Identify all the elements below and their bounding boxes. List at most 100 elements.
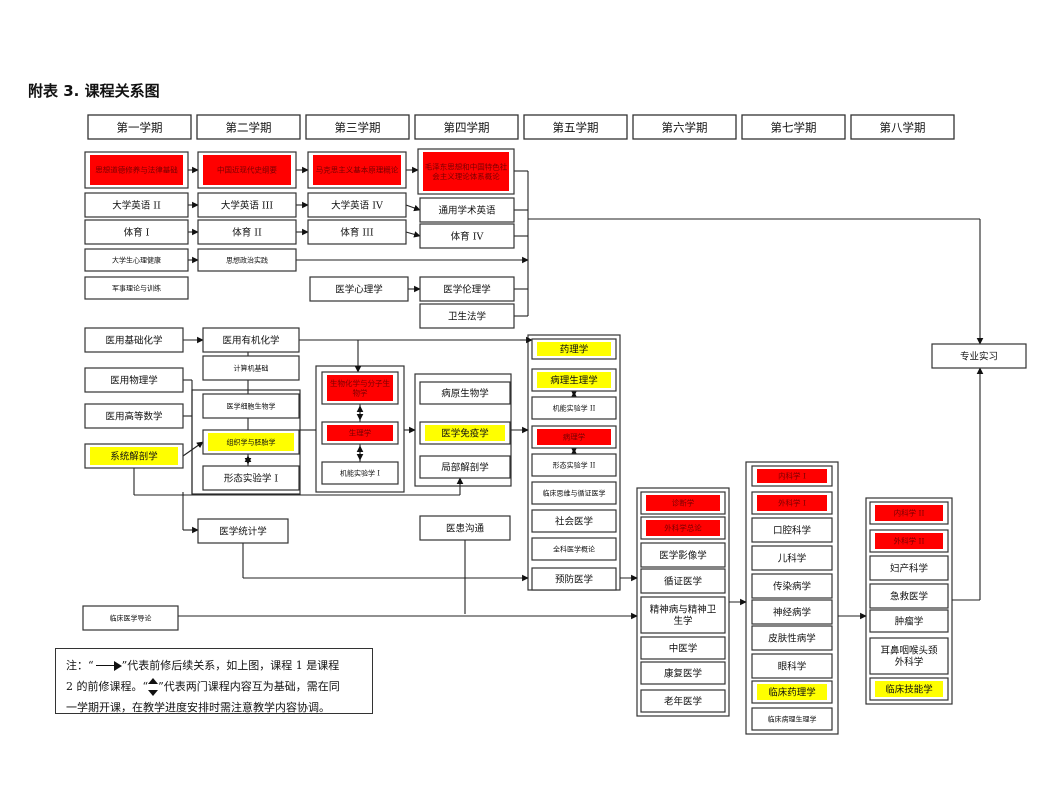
- course-box-c27: [202, 465, 300, 491]
- course-node-c53: 老年医学: [640, 689, 726, 713]
- course-label-c38: 形态实验学 II: [553, 460, 596, 469]
- course-box-c6: [197, 192, 297, 218]
- course-box-c40: [531, 509, 617, 533]
- course-label-c44: 医患沟通: [446, 522, 485, 534]
- highlight-red-c29: [327, 425, 393, 441]
- course-node-c40: 社会医学: [531, 509, 617, 533]
- highlight-yellow-c35: [537, 372, 611, 388]
- semester-7-box: [741, 114, 846, 140]
- course-node-c8: 通用学术英语: [419, 197, 515, 223]
- course-label-c42: 预防医学: [555, 573, 593, 585]
- course-node-c19: 医用基础化学: [84, 327, 184, 353]
- course-box-c58: [751, 573, 833, 599]
- course-box-c14: [197, 248, 297, 272]
- course-box-c57: [751, 545, 833, 571]
- highlight-red-c2: [203, 155, 291, 185]
- course-label-c3: 马克思主义基本原理概论: [316, 165, 399, 175]
- highlight-yellow-c26: [90, 447, 178, 465]
- course-box-c42: [531, 567, 617, 591]
- course-label-c34: 药理学: [560, 343, 589, 355]
- course-label-c50: 精神病与精神卫生学: [650, 604, 717, 628]
- course-node-c66: 妇产科学: [869, 555, 949, 581]
- course-node-c41: 全科医学概论: [531, 537, 617, 561]
- course-label-c32: 医学免疫学: [441, 427, 489, 439]
- course-node-c30: 机能实验学 I: [321, 461, 399, 485]
- course-box-c13: [84, 248, 189, 272]
- course-label-c43: 医学统计学: [219, 525, 267, 537]
- course-node-c31: 病原生物学: [419, 381, 511, 405]
- course-node-c68: 肿瘤学: [869, 609, 949, 633]
- course-label-c71: 专业实习: [960, 350, 998, 362]
- course-label-c24: 医用高等数学: [105, 410, 162, 422]
- course-box-c9: [84, 219, 189, 245]
- group-semester-8: [865, 497, 953, 705]
- course-box-c19: [84, 327, 184, 353]
- course-node-c44: 医患沟通: [419, 515, 511, 541]
- course-box-c71: [931, 343, 1027, 369]
- legend-line-3: 一学期开课，在教学进度安排时需注意教学内容协调。: [66, 701, 330, 714]
- course-node-c11: 体育 III: [307, 219, 407, 245]
- course-node-c29: 生理学: [321, 421, 399, 445]
- highlight-red-c47: [646, 520, 720, 536]
- course-node-c28: 生物化学与分子生物学: [321, 371, 399, 405]
- course-box-c56: [751, 517, 833, 543]
- course-label-c48: 医学影像学: [659, 549, 707, 561]
- course-node-c37: 病理学: [531, 425, 617, 449]
- course-node-c38: 形态实验学 II: [531, 453, 617, 477]
- course-label-c12: 体育 IV: [451, 230, 484, 242]
- highlight-yellow-c34: [537, 342, 611, 356]
- course-label-c18: 卫生法学: [448, 310, 486, 322]
- course-node-c49: 循证医学: [640, 568, 726, 594]
- course-box-c33: [419, 455, 511, 479]
- course-node-c46: 诊断学: [640, 491, 726, 515]
- connector-8: [405, 231, 421, 238]
- course-box-c43: [197, 518, 289, 544]
- course-node-c54: 内科学 I: [751, 465, 833, 487]
- highlight-red-c54: [757, 469, 827, 483]
- double-arrow-icon: [148, 678, 159, 696]
- course-label-c29: 生理学: [349, 428, 372, 438]
- legend-line-2: 2 的前修课程。“”代表两门课程内容互为基础，需在同: [66, 678, 340, 696]
- legend-text-2a: 2 的前修课程。“: [66, 680, 149, 693]
- course-node-c13: 大学生心理健康: [84, 248, 189, 272]
- course-node-c4: 毛泽东思想和中国特色社会主义理论体系概论: [417, 148, 515, 195]
- course-label-c11: 体育 III: [340, 226, 374, 238]
- course-node-c59: 神经病学: [751, 599, 833, 625]
- course-node-c47: 外科学总论: [640, 516, 726, 540]
- course-box-c10: [197, 219, 297, 245]
- course-box-c52: [640, 661, 726, 685]
- course-node-c6: 大学英语 III: [197, 192, 297, 218]
- highlight-yellow-c70: [875, 681, 943, 697]
- course-node-c25: 组织学与胚胎学: [202, 429, 300, 455]
- course-box-c66: [869, 555, 949, 581]
- semester-5-box: [523, 114, 628, 140]
- course-label-c46: 诊断学: [672, 498, 695, 508]
- semester-7-label: 第七学期: [771, 121, 817, 135]
- course-label-c59: 神经病学: [773, 606, 811, 618]
- connector-lines: [133, 166, 984, 620]
- course-label-c9: 体育 I: [124, 226, 150, 238]
- course-node-c33: 局部解剖学: [419, 455, 511, 479]
- course-node-c22: 医用物理学: [84, 367, 184, 393]
- course-label-c58: 传染病学: [773, 580, 811, 592]
- highlight-yellow-c25: [208, 433, 294, 451]
- highlight-yellow-c62: [757, 684, 827, 700]
- course-box-c31: [419, 381, 511, 405]
- course-label-c5: 大学英语 II: [112, 199, 161, 211]
- course-label-c25: 组织学与胚胎学: [227, 437, 276, 446]
- course-label-c69: 耳鼻咽喉头颈外科学: [880, 645, 938, 669]
- course-label-c13: 大学生心理健康: [112, 255, 161, 264]
- course-box-c18: [419, 303, 515, 329]
- course-node-c15: 军事理论与训练: [84, 276, 189, 300]
- semester-5-label: 第五学期: [553, 121, 599, 135]
- course-node-c71: 专业实习: [931, 343, 1027, 369]
- course-node-c32: 医学免疫学: [419, 421, 511, 445]
- course-box-c68: [869, 609, 949, 633]
- course-label-c17: 医学伦理学: [443, 283, 491, 295]
- highlight-red-c65: [875, 533, 943, 549]
- course-node-c45: 临床医学导论: [82, 605, 179, 631]
- course-box-c15: [84, 276, 189, 300]
- course-box-c11: [307, 219, 407, 245]
- course-node-c60: 皮肤性病学: [751, 625, 833, 651]
